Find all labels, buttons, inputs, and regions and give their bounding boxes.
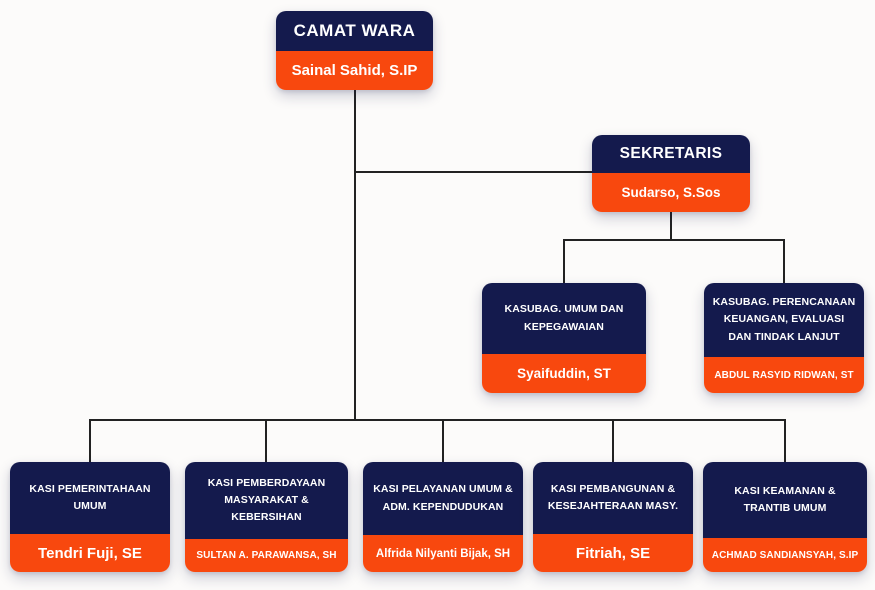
node-person-kasubag-umum: Syaifuddin, ST xyxy=(482,354,646,393)
node-person-kasubag-perencanaan: ABDUL RASYID RIDWAN, ST xyxy=(704,357,864,393)
connector-kasi-horizontal xyxy=(89,419,786,421)
connector-kasi-pelayanan-drop xyxy=(442,419,444,462)
org-node-camat: CAMAT WARA Sainal Sahid, S.IP xyxy=(276,11,433,90)
connector-sekretaris-horizontal xyxy=(354,171,592,173)
connector-kasubag-perencanaan-drop xyxy=(783,239,785,283)
org-node-sekretaris: SEKRETARIS Sudarso, S.Sos xyxy=(592,135,750,212)
connector-kasubag-umum-drop xyxy=(563,239,565,283)
node-person-sekretaris: Sudarso, S.Sos xyxy=(592,173,750,212)
org-node-kasi-pemberdayaan: KASI PEMBERDAYAAN MASYARAKAT & KEBERSIHA… xyxy=(185,462,348,572)
node-title-kasi-pelayanan: KASI PELAYANAN UMUM & ADM. KEPENDUDUKAN xyxy=(363,462,523,535)
connector-kasubag-horizontal xyxy=(563,239,785,241)
connector-kasi-keamanan-drop xyxy=(784,419,786,462)
connector-kasi-pemberdayaan-drop xyxy=(265,419,267,462)
node-person-kasi-keamanan: ACHMAD SANDIANSYAH, S.IP xyxy=(703,538,867,572)
org-node-kasi-pembangunan: KASI PEMBANGUNAN & KESEJAHTERAAN MASY. F… xyxy=(533,462,693,572)
org-node-kasubag-umum: KASUBAG. UMUM DAN KEPEGAWAIAN Syaifuddin… xyxy=(482,283,646,393)
node-person-kasi-pemerintahan: Tendri Fuji, SE xyxy=(10,534,170,572)
node-person-camat: Sainal Sahid, S.IP xyxy=(276,51,433,90)
node-person-kasi-pelayanan: Alfrida Nilyanti Bijak, SH xyxy=(363,535,523,572)
node-title-kasubag-umum: KASUBAG. UMUM DAN KEPEGAWAIAN xyxy=(482,283,646,354)
connector-kasi-pemerintahan-drop xyxy=(89,419,91,462)
node-title-camat: CAMAT WARA xyxy=(276,11,433,51)
org-node-kasi-pemerintahan: KASI PEMERINTAHAAN UMUM Tendri Fuji, SE xyxy=(10,462,170,572)
org-node-kasi-pelayanan: KASI PELAYANAN UMUM & ADM. KEPENDUDUKAN … xyxy=(363,462,523,572)
node-title-kasi-keamanan: KASI KEAMANAN & TRANTIB UMUM xyxy=(703,462,867,538)
node-person-kasi-pemberdayaan: SULTAN A. PARAWANSA, SH xyxy=(185,539,348,572)
connector-camat-vertical xyxy=(354,90,356,420)
org-node-kasubag-perencanaan: KASUBAG. PERENCANAAN KEUANGAN, EVALUASI … xyxy=(704,283,864,393)
node-person-kasi-pembangunan: Fitriah, SE xyxy=(533,534,693,572)
node-title-kasi-pembangunan: KASI PEMBANGUNAN & KESEJAHTERAAN MASY. xyxy=(533,462,693,534)
connector-kasi-pembangunan-drop xyxy=(612,419,614,462)
node-title-kasi-pemberdayaan: KASI PEMBERDAYAAN MASYARAKAT & KEBERSIHA… xyxy=(185,462,348,539)
connector-sekretaris-vertical xyxy=(670,212,672,241)
org-node-kasi-keamanan: KASI KEAMANAN & TRANTIB UMUM ACHMAD SAND… xyxy=(703,462,867,572)
node-title-kasubag-perencanaan: KASUBAG. PERENCANAAN KEUANGAN, EVALUASI … xyxy=(704,283,864,357)
node-title-kasi-pemerintahan: KASI PEMERINTAHAAN UMUM xyxy=(10,462,170,534)
node-title-sekretaris: SEKRETARIS xyxy=(592,135,750,173)
